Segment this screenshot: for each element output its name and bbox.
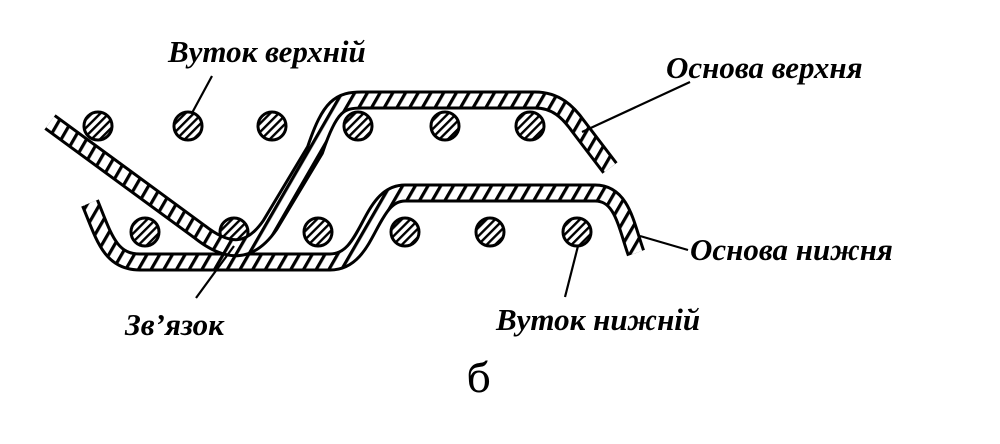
label-warp-upper: Основа верхня [666,50,863,85]
label-warp-lower: Основа нижня [690,232,893,267]
leader-weft-lower [563,245,580,298]
weft-lower-thread [474,216,506,248]
weft-upper-thread [82,110,114,142]
weft-upper-thread [514,110,546,142]
label-weft-lower: Вуток нижній [495,302,700,337]
leader-lines [191,75,691,299]
leader-binding [195,245,235,299]
figure-letter: б [467,356,491,402]
leader-warp-upper [581,81,691,133]
warp-lower-thread [81,183,645,272]
weft-upper-thread [256,110,288,142]
weft-upper-thread [172,110,204,142]
leader-weft-upper [191,75,213,114]
leader-warp-lower [639,234,689,252]
label-weft-upper: Вуток верхній [167,34,366,69]
weft-lower-thread [561,216,593,248]
weft-lower-row [129,216,593,248]
weft-lower-thread [302,216,334,248]
label-binding: Зв’язок [124,307,225,342]
weft-lower-thread [129,216,161,248]
weft-lower-thread [389,216,421,248]
weft-upper-thread [342,110,374,142]
weft-upper-row [82,110,546,142]
weft-upper-thread [429,110,461,142]
